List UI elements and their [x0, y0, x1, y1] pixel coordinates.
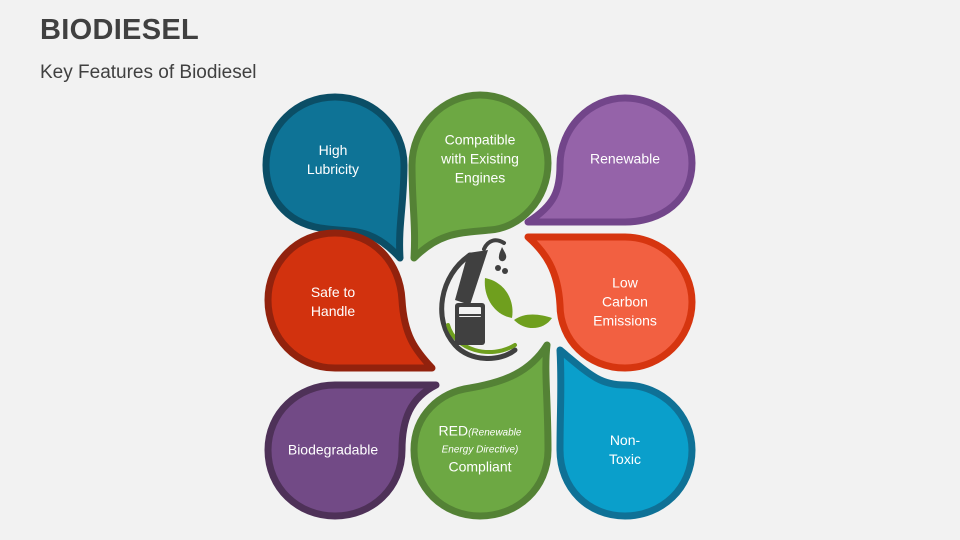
feature-compatible: Compatible with Existing Engines	[441, 131, 519, 188]
feature-label-red: RED	[438, 422, 469, 439]
feature-label-line: Non-	[609, 432, 641, 448]
biodiesel-fuel-nozzle-with-leaves-icon	[439, 238, 552, 361]
feature-label-red-detail: (Renewable	[468, 427, 522, 439]
feature-label-line: Compatible	[444, 131, 516, 148]
drop-safe-to-handle	[264, 229, 436, 372]
feature-safe-to-handle: Safe to Handle	[311, 283, 355, 321]
feature-label-line: with Existing	[441, 150, 519, 167]
feature-low-carbon: Low Carbon Emissions	[593, 274, 657, 331]
feature-label-line: Toxic	[609, 451, 641, 467]
feature-non-toxic: Non- Toxic	[609, 431, 641, 469]
feature-label-line: Handle	[310, 303, 356, 319]
feature-label-line: High	[318, 142, 348, 158]
drop-red-compliant	[410, 341, 552, 520]
feature-label-line: Lubricity	[306, 161, 360, 177]
feature-label-line: Biodegradable	[287, 441, 379, 458]
feature-red-compliant: RED(Renewable Energy Directive) Complian…	[439, 423, 522, 476]
drop-non-toxic	[556, 346, 696, 520]
feature-label-line: Carbon	[602, 293, 648, 310]
feature-biodegradable: Biodegradable	[288, 441, 378, 460]
feature-label-line: Emissions	[593, 312, 657, 329]
feature-renewable: Renewable	[590, 150, 660, 169]
feature-label-red-detail: Energy Directive)	[441, 444, 519, 456]
feature-label-line: Engines	[454, 169, 506, 186]
feature-label-line: Low	[612, 274, 638, 291]
drop-high-lubricity	[262, 93, 408, 262]
page-title: BIODIESEL	[40, 14, 199, 46]
page-subtitle: Key Features of Biodiesel	[40, 62, 257, 83]
drop-low-carbon	[524, 233, 696, 372]
drop-compatible	[408, 91, 552, 262]
feature-label-line: Safe to	[310, 284, 356, 300]
feature-high-lubricity: High Lubricity	[307, 141, 359, 179]
feature-label-line: Renewable	[589, 150, 661, 167]
drop-biodegradable	[264, 381, 440, 520]
drop-renewable	[524, 94, 696, 226]
feature-label-line: Compliant	[448, 458, 512, 475]
